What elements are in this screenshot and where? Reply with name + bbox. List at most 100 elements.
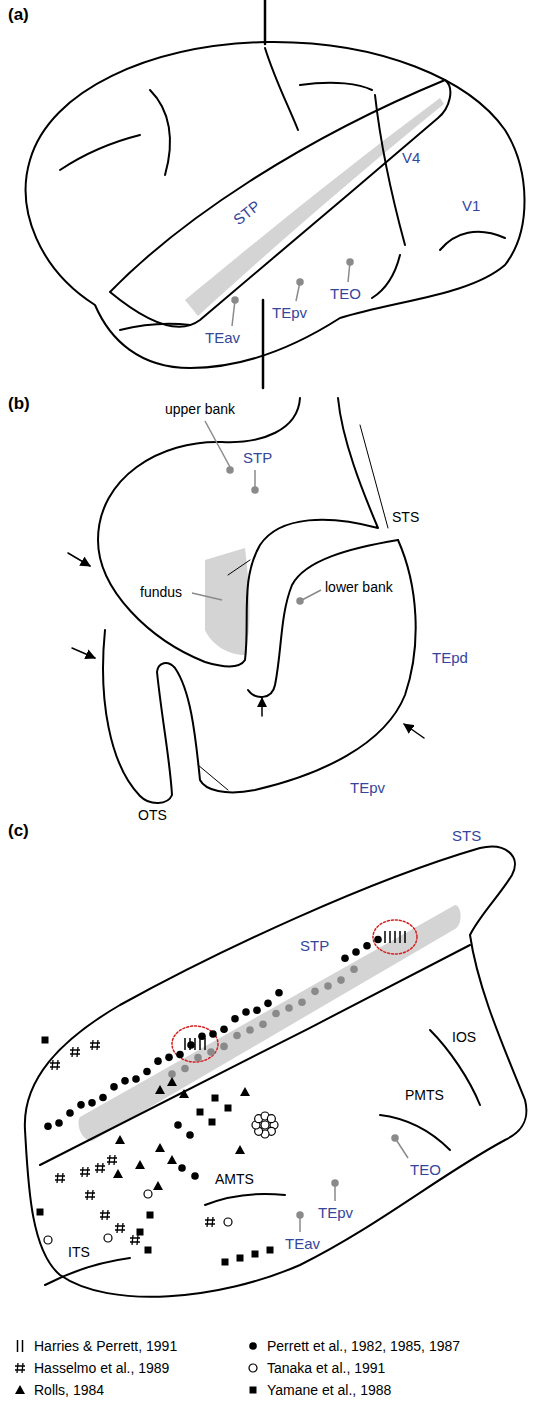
region-label: STS [392, 510, 419, 524]
section-line [264, 0, 267, 44]
legend-text: Hasselmo et al., 1989 [34, 1360, 169, 1376]
data-symbol [95, 1163, 105, 1173]
data-symbol [194, 1054, 202, 1062]
legend-text: Yamane et al., 1988 [267, 1382, 391, 1398]
data-symbol [153, 1181, 163, 1190]
data-symbol [66, 1109, 74, 1117]
data-symbol [44, 1122, 52, 1130]
sulcus [45, 1258, 130, 1285]
legend-symbol [245, 1382, 261, 1398]
data-symbol [155, 1085, 165, 1094]
legend-entry: Hasselmo et al., 1989 [12, 1360, 169, 1376]
data-symbol [178, 1164, 186, 1172]
data-symbol [143, 1068, 151, 1076]
data-symbol [205, 1217, 215, 1227]
sts-fundus-grey [79, 905, 461, 1141]
data-symbol [220, 1043, 228, 1051]
region-label: STP [230, 198, 262, 228]
panel-label: (c) [8, 822, 29, 839]
data-symbol [195, 1038, 196, 1050]
sts-loop [110, 80, 450, 327]
data-symbol [137, 1229, 144, 1236]
data-symbol [18, 1340, 23, 1352]
legend-text: Perrett et al., 1982, 1985, 1987 [267, 1338, 460, 1354]
data-symbol [212, 1095, 219, 1102]
data-symbol [400, 931, 401, 943]
data-symbol [224, 1218, 232, 1226]
data-symbol [275, 989, 283, 997]
area-border [198, 765, 228, 790]
sulcus [440, 232, 505, 250]
panel-label: (a) [8, 6, 29, 23]
data-symbol [185, 1038, 186, 1050]
data-symbol [174, 1121, 182, 1129]
data-points [37, 931, 406, 1266]
data-symbol [154, 1057, 162, 1065]
sulcus [372, 255, 400, 298]
data-symbol [115, 1223, 125, 1233]
brain-outline [26, 42, 525, 368]
region-label: TEav [205, 330, 240, 345]
data-symbol [132, 1075, 140, 1083]
data-symbol [253, 1007, 261, 1015]
data-symbol [272, 1010, 280, 1018]
data-symbol [44, 1236, 52, 1244]
data-symbol [55, 1119, 63, 1127]
data-symbol [115, 1135, 125, 1144]
data-symbol [55, 1173, 65, 1183]
data-symbol [181, 1065, 189, 1073]
data-symbol [324, 982, 332, 990]
region-label: TEav [285, 1236, 320, 1251]
data-symbol [191, 1172, 199, 1180]
data-symbol [298, 998, 306, 1006]
data-symbol [179, 1089, 189, 1098]
region-label: PMTS [405, 1088, 444, 1102]
section-line [262, 300, 265, 388]
data-symbol [190, 1038, 191, 1050]
data-symbol [147, 1212, 154, 1219]
legend-symbol [245, 1360, 261, 1376]
data-symbol [231, 1015, 239, 1023]
cluster-outline [373, 920, 417, 954]
data-symbol [42, 1037, 49, 1044]
sulcus [300, 83, 372, 90]
data-symbol [37, 1209, 44, 1216]
data-symbol [225, 1105, 232, 1112]
data-symbol [50, 1060, 60, 1070]
area-border [228, 560, 250, 575]
legend-text: Harries & Perrett, 1991 [34, 1338, 177, 1354]
data-symbol [395, 931, 396, 943]
data-symbol [155, 1143, 165, 1152]
region-label: STP [243, 450, 272, 465]
data-symbol [252, 1251, 259, 1258]
data-symbol [209, 1119, 216, 1126]
area-border [360, 425, 388, 528]
data-symbol [77, 1101, 85, 1109]
data-symbol [352, 948, 360, 956]
data-symbol [121, 1077, 129, 1085]
data-symbol [249, 1364, 257, 1372]
sulcus [120, 324, 190, 330]
region-label: V1 [462, 198, 480, 213]
region-label: upper bank [165, 402, 235, 416]
data-symbol [104, 1234, 112, 1242]
data-symbol [250, 1387, 257, 1394]
data-symbol [197, 1109, 204, 1116]
legend-entry: Yamane et al., 1988 [245, 1382, 391, 1398]
region-label: OTS [138, 808, 167, 822]
data-symbol [237, 1255, 244, 1262]
data-symbol [385, 931, 386, 943]
border-arrow [72, 648, 95, 658]
region-label: TEpv [272, 305, 307, 320]
sulcus [265, 48, 298, 130]
sulcus [60, 135, 140, 170]
border-arrow [404, 724, 424, 738]
border-arrow [261, 698, 263, 716]
data-symbol [85, 1190, 95, 1200]
data-symbol [167, 1155, 177, 1164]
sulcus [150, 90, 170, 175]
data-symbol [405, 931, 406, 943]
data-symbol [107, 1155, 117, 1165]
data-symbol [70, 1047, 80, 1057]
sts-lower-lip [40, 945, 470, 1165]
